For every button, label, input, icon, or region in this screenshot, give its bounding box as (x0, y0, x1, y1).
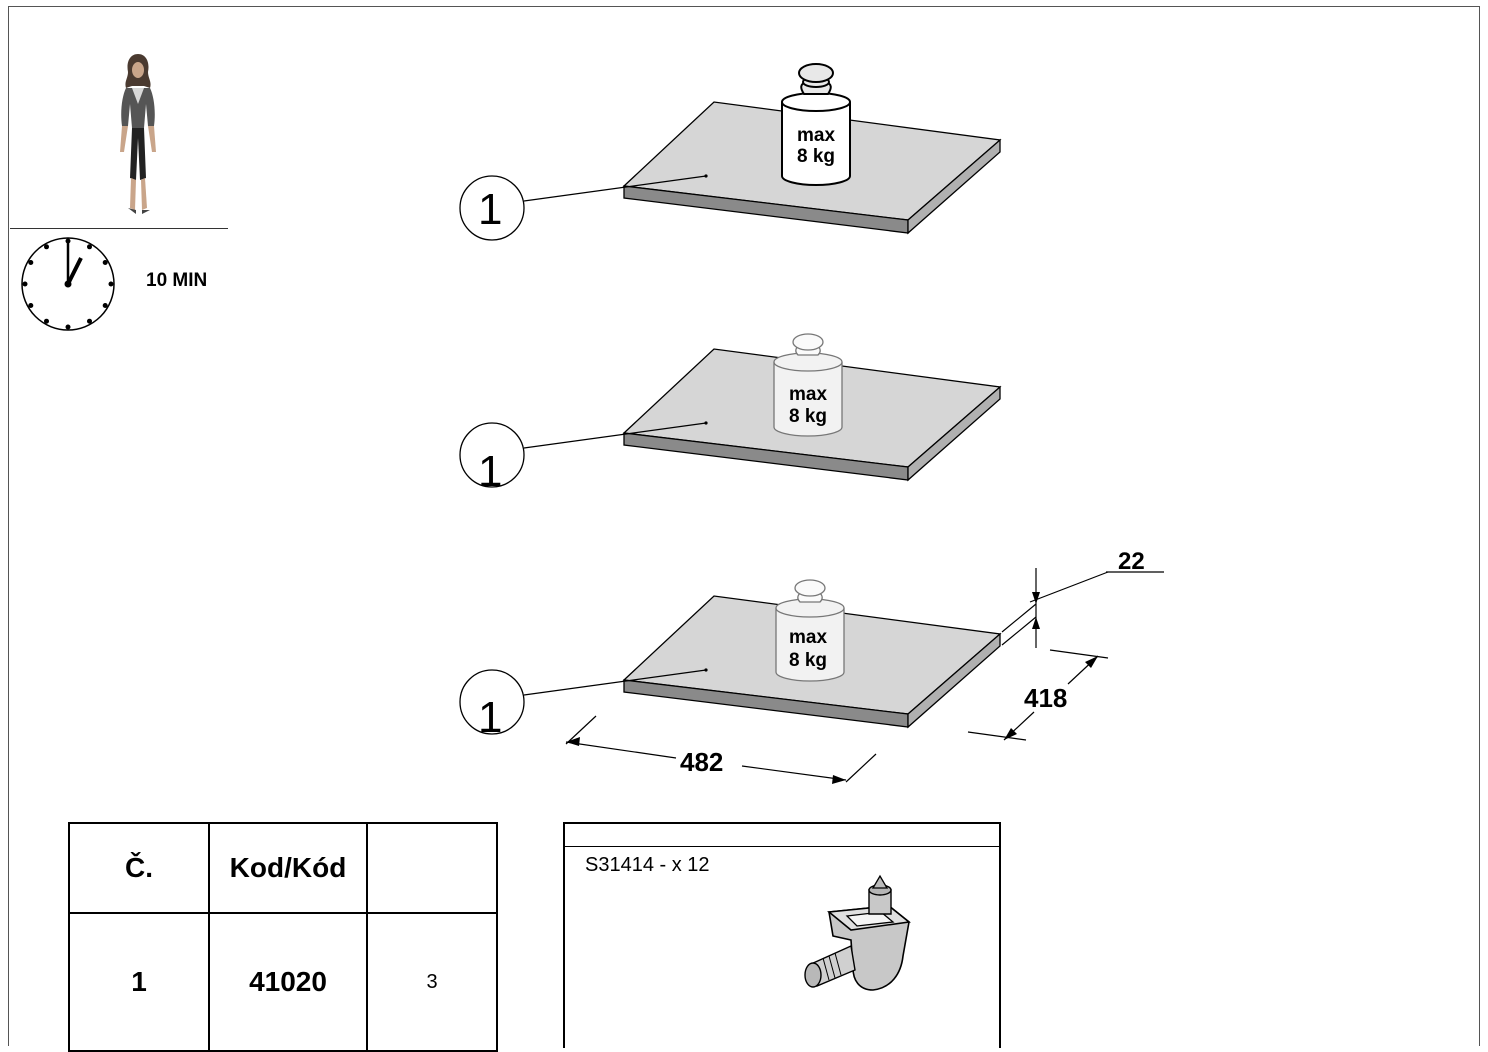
dimension-thickness (1001, 568, 1164, 648)
clock-icon (21, 237, 115, 331)
hardware-box: S31414 - x 12 (563, 822, 1001, 1048)
shelf-2 (459, 333, 1001, 488)
weight-icon (773, 333, 843, 437)
cell-number: 1 (68, 912, 210, 1052)
weight-label-line2: 8 kg (789, 650, 827, 671)
parts-table: Č. Kod/Kód 1 41020 3 (68, 822, 498, 1052)
weight-label-line1: max (789, 384, 827, 405)
callout-2: 1 (478, 447, 502, 496)
hardware-label: S31414 - x 12 (585, 854, 710, 876)
callout-1: 1 (478, 185, 502, 234)
weight-icon (781, 63, 851, 186)
cell-qty: 3 (366, 912, 498, 1052)
hardware-box-header (565, 824, 999, 847)
table-header-row: Č. Kod/Kód (68, 822, 498, 914)
shelf-3 (459, 579, 1001, 735)
dimension-width-label: 482 (680, 747, 723, 777)
weight-label-line1: max (789, 627, 827, 648)
shelf-drawing: 1 max 8 kg 1 max 8 kg 1 max 8 kg 22 (459, 63, 1164, 784)
weight-label-line1: max (797, 125, 835, 146)
shelf-1 (459, 63, 1001, 241)
weight-label-line2: 8 kg (789, 406, 827, 427)
table-row: 1 41020 3 (68, 912, 498, 1052)
divider-line (10, 228, 228, 229)
weight-icon (775, 579, 845, 682)
cell-code: 41020 (208, 912, 368, 1052)
header-code: Kod/Kód (208, 822, 368, 914)
weight-label-line2: 8 kg (797, 146, 835, 167)
dimension-width (565, 715, 877, 783)
page-frame (8, 6, 1480, 1046)
dimension-depth-label: 418 (1024, 683, 1067, 713)
callout-3: 1 (478, 693, 502, 742)
assembly-time: 10 MIN (146, 270, 208, 291)
shelf-pin-icon (804, 874, 911, 991)
person-icon (120, 54, 156, 214)
dimension-thickness-label: 22 (1118, 548, 1145, 575)
header-number: Č. (68, 822, 210, 914)
header-qty (366, 822, 498, 914)
